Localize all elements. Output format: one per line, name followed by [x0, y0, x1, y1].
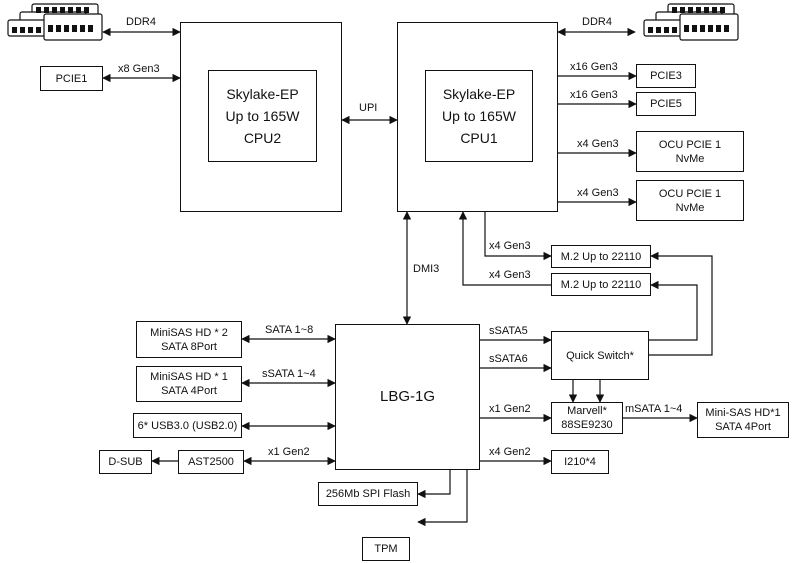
m2-b-label: M.2 Up to 22110 — [560, 278, 642, 291]
minisas-right-label: Mini-SAS HD*1 SATA 4Port — [697, 402, 789, 438]
pcie1-label: PCIE1 — [55, 72, 88, 85]
tpm-box — [362, 537, 410, 561]
ssata6-label: sSATA6 — [489, 353, 528, 365]
ddr4-right-label: DDR4 — [582, 16, 612, 28]
upi-label: UPI — [359, 102, 378, 114]
m2-slot-a — [551, 245, 651, 268]
m2b-link-label: x4 Gen3 — [489, 269, 531, 281]
ast2500-label: AST2500 — [188, 456, 234, 468]
i210-label: I210*4 — [564, 456, 596, 468]
dimm-left-icon — [7, 3, 103, 41]
minisas-hd1-line1: MiniSAS HD * 1 — [150, 371, 228, 383]
ocu2-line1: OCU PCIE 1 — [658, 187, 722, 200]
minisas-hd2-line1: MiniSAS HD * 2 — [150, 326, 228, 339]
dsub-box — [99, 450, 152, 474]
ocu2-line2: NvMe — [675, 201, 705, 214]
minisas-hd1-line2: SATA 4Port — [161, 385, 217, 397]
minisas-right-line2: SATA 4Port — [715, 421, 771, 433]
cpu1-core — [425, 70, 533, 162]
marvell-line2: 88SE9230 — [561, 419, 613, 431]
i210-box — [551, 450, 609, 474]
pcie3-slot — [636, 64, 696, 88]
quick-switch-box — [551, 331, 649, 380]
minisas-right-line1: Mini-SAS HD*1 — [705, 407, 781, 419]
ocu-pcie-2-label: OCU PCIE 1 NvMe — [636, 180, 744, 221]
dmi3-label: DMI3 — [413, 263, 440, 275]
m2-a-label: M.2 Up to 22110 — [560, 250, 642, 263]
cpu2-tdp: Up to 165W — [225, 108, 300, 124]
cpu2-core — [208, 70, 317, 162]
ocu1-link-label: x4 Gen3 — [577, 138, 619, 150]
m2-slot-b — [551, 273, 651, 296]
ssata5-label: sSATA5 — [489, 325, 528, 337]
sata-label: SATA 1~8 — [265, 324, 314, 336]
pcie5-slot — [636, 92, 696, 116]
ocu1-line2: NvMe — [675, 152, 705, 165]
ocu-pcie-1-label: OCU PCIE 1 NvMe — [636, 131, 744, 172]
marvell-line1: Marvell* — [567, 405, 607, 417]
ocu-pcie-2-box — [636, 180, 744, 221]
m2a-link-label: x4 Gen3 — [489, 240, 531, 252]
marvell-label: Marvell* 88SE9230 — [551, 402, 623, 434]
marvell-box — [551, 402, 623, 434]
usb-label: 6* USB3.0 (USB2.0) — [137, 419, 238, 432]
minisas-hd2-line2: SATA 8Port — [161, 340, 217, 353]
cpu1-name: CPU1 — [460, 130, 498, 146]
pcie5-label: PCIE5 — [650, 98, 682, 110]
cpu1-model: Skylake-EP — [442, 86, 516, 102]
cpu2-label: Skylake-EP Up to 165W CPU2 — [208, 70, 317, 162]
pcie1-slot — [40, 66, 103, 91]
pch-label: LBG-1G — [379, 388, 436, 405]
pcie5-link-label: x16 Gen3 — [570, 89, 618, 101]
minisas-right-box — [697, 402, 789, 438]
i210-link-label: x4 Gen2 — [489, 446, 531, 458]
ssata-label: sSATA 1~4 — [262, 368, 316, 380]
tpm-label: TPM — [374, 543, 398, 555]
cpu2-model: Skylake-EP — [226, 86, 299, 102]
ocu1-line1: OCU PCIE 1 — [658, 138, 722, 151]
minisas-hd2-box — [136, 321, 242, 358]
ocu-pcie-1-box — [636, 131, 744, 172]
ocu2-link-label: x4 Gen3 — [577, 187, 619, 199]
cpu2-name: CPU2 — [243, 130, 282, 146]
ast-link-label: x1 Gen2 — [268, 446, 310, 458]
spi-flash-label: 256Mb SPI Flash — [325, 488, 411, 500]
usb-box — [133, 413, 242, 438]
minisas-hd2-label: MiniSAS HD * 2 SATA 8Port — [136, 321, 242, 358]
minisas-hd1-label: MiniSAS HD * 1 SATA 4Port — [136, 366, 242, 402]
cpu1-label: Skylake-EP Up to 165W CPU1 — [425, 70, 533, 162]
pcie1-link-label: x8 Gen3 — [118, 63, 160, 75]
dsub-label: D-SUB — [108, 456, 143, 468]
pcie3-link-label: x16 Gen3 — [570, 61, 618, 73]
ddr4-left-label: DDR4 — [126, 16, 156, 28]
pcie3-label: PCIE3 — [650, 70, 682, 82]
pch-block — [335, 324, 480, 470]
spi-flash-box — [318, 482, 418, 506]
msata-label: mSATA 1~4 — [625, 403, 683, 415]
marvell-link-label: x1 Gen2 — [489, 403, 531, 415]
quick-switch-label: Quick Switch* — [566, 349, 634, 362]
minisas-hd1-box — [136, 366, 242, 402]
cpu1-tdp: Up to 165W — [442, 108, 516, 124]
ast2500-box — [178, 450, 244, 474]
